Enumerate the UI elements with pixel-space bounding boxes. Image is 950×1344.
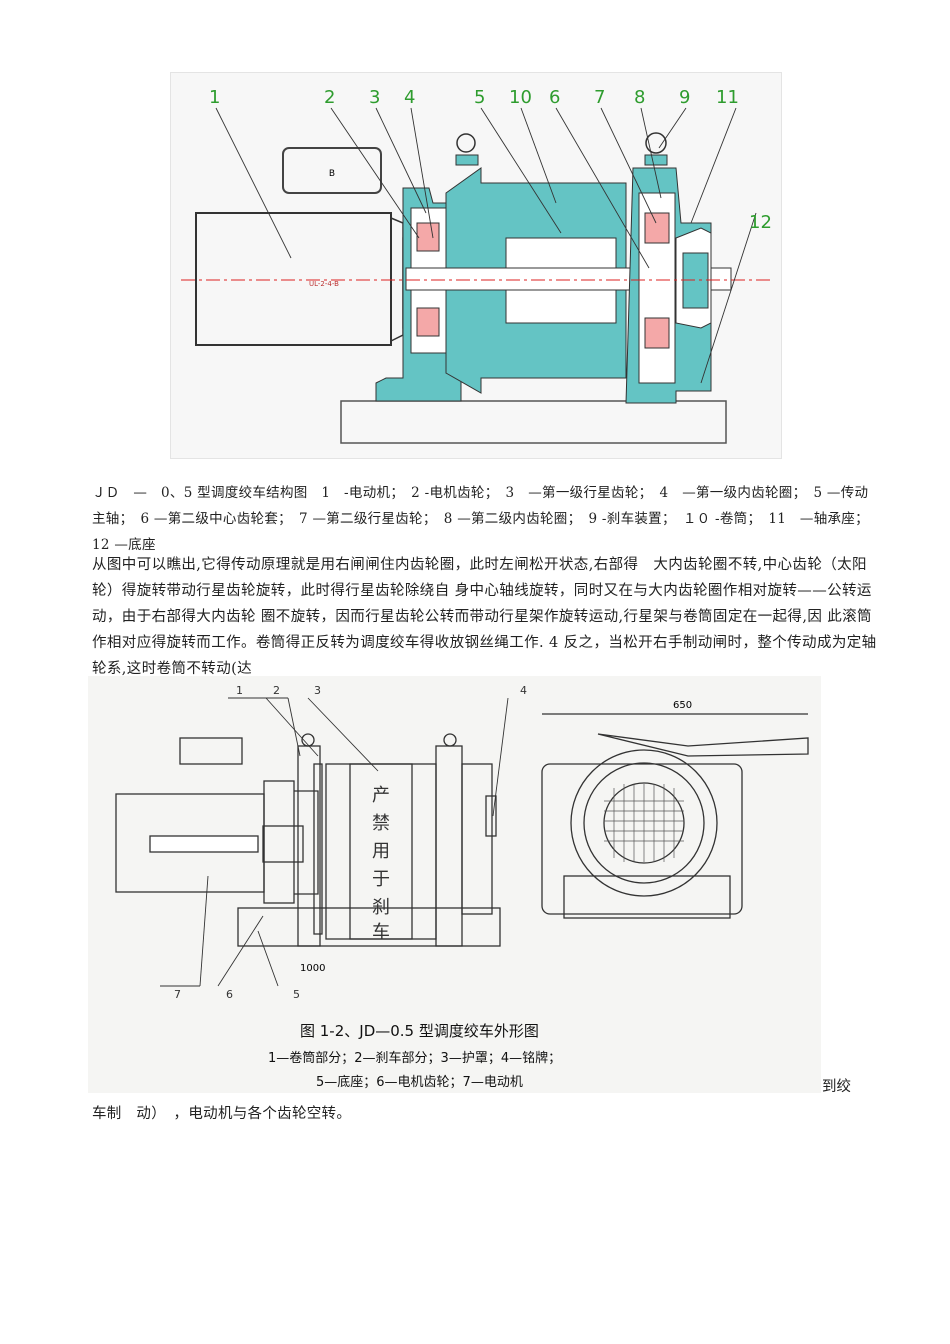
callout-5: 5 xyxy=(474,87,485,108)
callout-7: 7 xyxy=(594,87,605,108)
dim-width: 650 xyxy=(673,700,692,711)
callout-8: 8 xyxy=(634,87,645,108)
drum-text-0: 产 xyxy=(372,785,390,806)
callout-11: 11 xyxy=(716,87,739,108)
callout-12: 12 xyxy=(749,212,772,233)
callout-1: 1 xyxy=(209,87,220,108)
f2-callout-4: 4 xyxy=(520,684,527,697)
figure-2-legend-1: 1—卷筒部分；2—刹车部分；3—护罩；4—铭牌； xyxy=(268,1050,561,1066)
drum-text-4: 刹 xyxy=(372,897,390,918)
f2-callout-5: 5 xyxy=(293,988,300,1001)
f2-callout-3: 3 xyxy=(314,684,321,697)
drum-text-5: 车 xyxy=(372,922,390,943)
figure-1-caption: ＪＤ — 0、5 型调度绞车结构图 1 -电动机； 2 -电机齿轮； 3 —第一… xyxy=(92,485,876,553)
callout-2: 2 xyxy=(324,87,335,108)
drum-text-1: 禁 xyxy=(372,813,390,834)
f2-callout-6: 6 xyxy=(226,988,233,1001)
continuation-text-1: 到绞 xyxy=(822,1079,851,1095)
motor-label: UL-2-4-B xyxy=(309,280,339,288)
callout-9: 9 xyxy=(679,87,690,108)
f2-callout-1: 1 xyxy=(236,684,243,697)
figure-2-legend-2: 5—底座；6—电机齿轮；7—电动机 xyxy=(316,1074,523,1090)
f2-callout-7: 7 xyxy=(174,988,181,1001)
exterior-diagram: 产 禁 用 于 刹 车 650 1000 1 2 3 4 7 6 5 xyxy=(88,676,821,1093)
dim-length: 1000 xyxy=(300,963,325,974)
drum-text-2: 用 xyxy=(372,841,390,862)
f2-callout-2: 2 xyxy=(273,684,280,697)
body-paragraph: 从图中可以瞧出,它得传动原理就是用右闸闸住内齿轮圈，此时左闸松开状态,右部得 大… xyxy=(92,557,877,677)
callout-10: 10 xyxy=(509,87,532,108)
callout-4: 4 xyxy=(404,87,415,108)
figure-2-title: 图 1-2、JD—0.5 型调度绞车外形图 xyxy=(300,1022,539,1040)
junction-box-label: B xyxy=(329,169,335,179)
structure-diagram: B UL-2-4-B xyxy=(170,72,782,459)
callout-6: 6 xyxy=(549,87,560,108)
drum-text-3: 于 xyxy=(372,869,390,890)
continuation-text-2: 车制 动） ，电动机与各个齿轮空转。 xyxy=(92,1106,352,1122)
callout-3: 3 xyxy=(369,87,380,108)
